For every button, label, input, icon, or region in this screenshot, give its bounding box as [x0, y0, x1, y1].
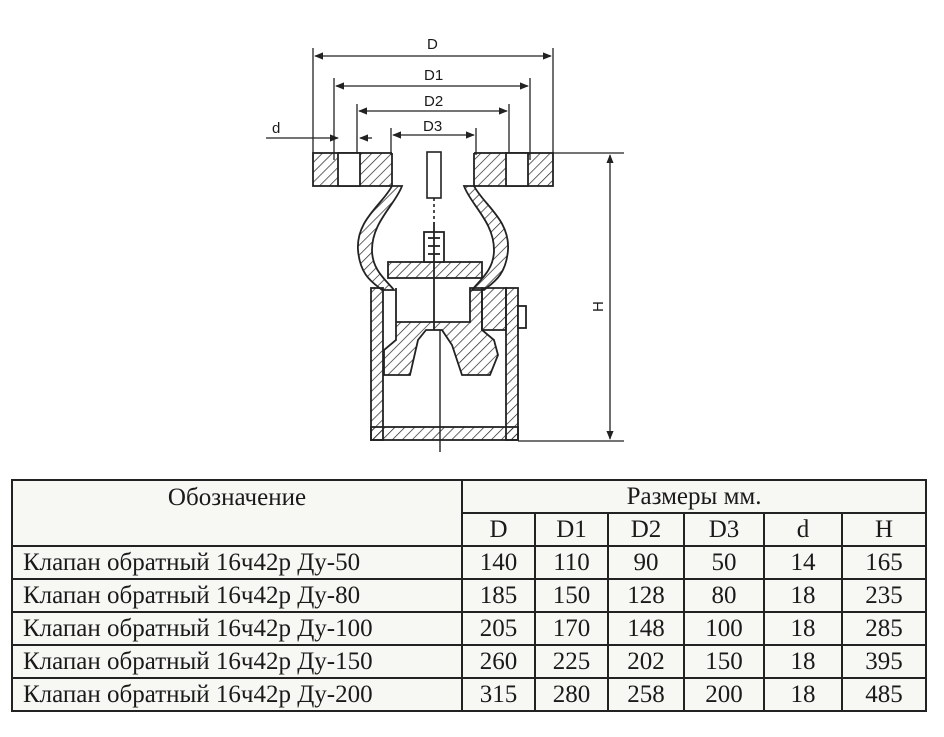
cell-d2: 202: [607, 644, 685, 679]
valve-stem-top: [426, 151, 442, 222]
dimension-d3: [390, 128, 477, 155]
cell-d2: 128: [607, 578, 685, 613]
column-header-d1: D1: [534, 512, 609, 547]
cell-d1: 280: [534, 677, 609, 712]
column-header-h: H: [840, 512, 928, 547]
row-name: Клапан обратный 16ч42р Ду-100: [11, 611, 463, 646]
table-row: Клапан обратный 16ч42р Ду-80 185 150 128…: [11, 578, 928, 613]
cell-h: 285: [840, 611, 928, 646]
column-header-d: D: [461, 512, 536, 547]
cell-d2: 258: [607, 677, 685, 712]
header-designation: Обозначение: [11, 479, 463, 547]
cell-d1: 170: [534, 611, 609, 646]
table-header-row-1: Обозначение Размеры мм.: [11, 479, 928, 547]
header-dimensions: Размеры мм.: [460, 479, 928, 514]
cell-d: 205: [461, 611, 536, 646]
label-d2: D2: [424, 93, 443, 110]
cell-d: 260: [461, 644, 536, 679]
cell-d1: 225: [534, 644, 609, 679]
valve-drawing: D D1 D2 D3 d: [266, 36, 624, 452]
cell-h: 165: [840, 545, 928, 580]
valve-guide-cage: [383, 287, 507, 452]
dimension-d-outer: [312, 48, 554, 160]
cell-d3: 80: [683, 578, 765, 613]
table-row: Клапан обратный 16ч42р Ду-50 140 110 90 …: [11, 545, 928, 580]
label-d: D: [427, 36, 438, 53]
column-header-d-hole: d: [763, 512, 843, 547]
column-header-d2: D2: [607, 512, 685, 547]
specs-table: Обозначение Размеры мм. D D1 D2 D3 d H К…: [11, 479, 928, 712]
cell-h: 235: [840, 578, 928, 613]
row-name: Клапан обратный 16ч42р Ду-200: [11, 677, 463, 712]
cell-d-hole: 14: [763, 545, 843, 580]
cell-d3: 100: [683, 611, 765, 646]
cell-d2: 148: [607, 611, 685, 646]
row-name: Клапан обратный 16ч42р Ду-150: [11, 644, 463, 679]
valve-lower-cylinder: [370, 287, 527, 441]
cell-h: 395: [840, 644, 928, 679]
table-row: Клапан обратный 16ч42р Ду-200 315 280 25…: [11, 677, 928, 712]
cell-d1: 150: [534, 578, 609, 613]
dimension-h: [518, 152, 624, 442]
table-row: Клапан обратный 16ч42р Ду-150 260 225 20…: [11, 644, 928, 679]
cell-d: 185: [461, 578, 536, 613]
cell-d-hole: 18: [763, 611, 843, 646]
label-d3: D3: [423, 118, 442, 135]
cell-d3: 150: [683, 644, 765, 679]
row-name: Клапан обратный 16ч42р Ду-50: [11, 545, 463, 580]
cell-d2: 90: [607, 545, 685, 580]
cell-d3: 50: [683, 545, 765, 580]
cell-d1: 110: [534, 545, 609, 580]
table-row: Клапан обратный 16ч42р Ду-100 205 170 14…: [11, 611, 928, 646]
cell-d-hole: 18: [763, 578, 843, 613]
cell-d-hole: 18: [763, 677, 843, 712]
label-d1: D1: [424, 67, 443, 84]
column-header-d3: D3: [683, 512, 765, 547]
dimension-d1: [333, 78, 531, 160]
cell-d3: 200: [683, 677, 765, 712]
table-header-row-2: D D1 D2 D3 d H: [12, 512, 928, 547]
dimension-d2: [356, 104, 510, 160]
cell-h: 485: [840, 677, 928, 712]
row-name: Клапан обратный 16ч42р Ду-80: [11, 578, 463, 613]
cell-d: 140: [461, 545, 536, 580]
cell-d: 315: [461, 677, 536, 712]
label-d-hole: d: [272, 120, 280, 137]
valve-disc: [387, 222, 483, 330]
label-h: H: [590, 301, 607, 312]
cell-d-hole: 18: [763, 644, 843, 679]
